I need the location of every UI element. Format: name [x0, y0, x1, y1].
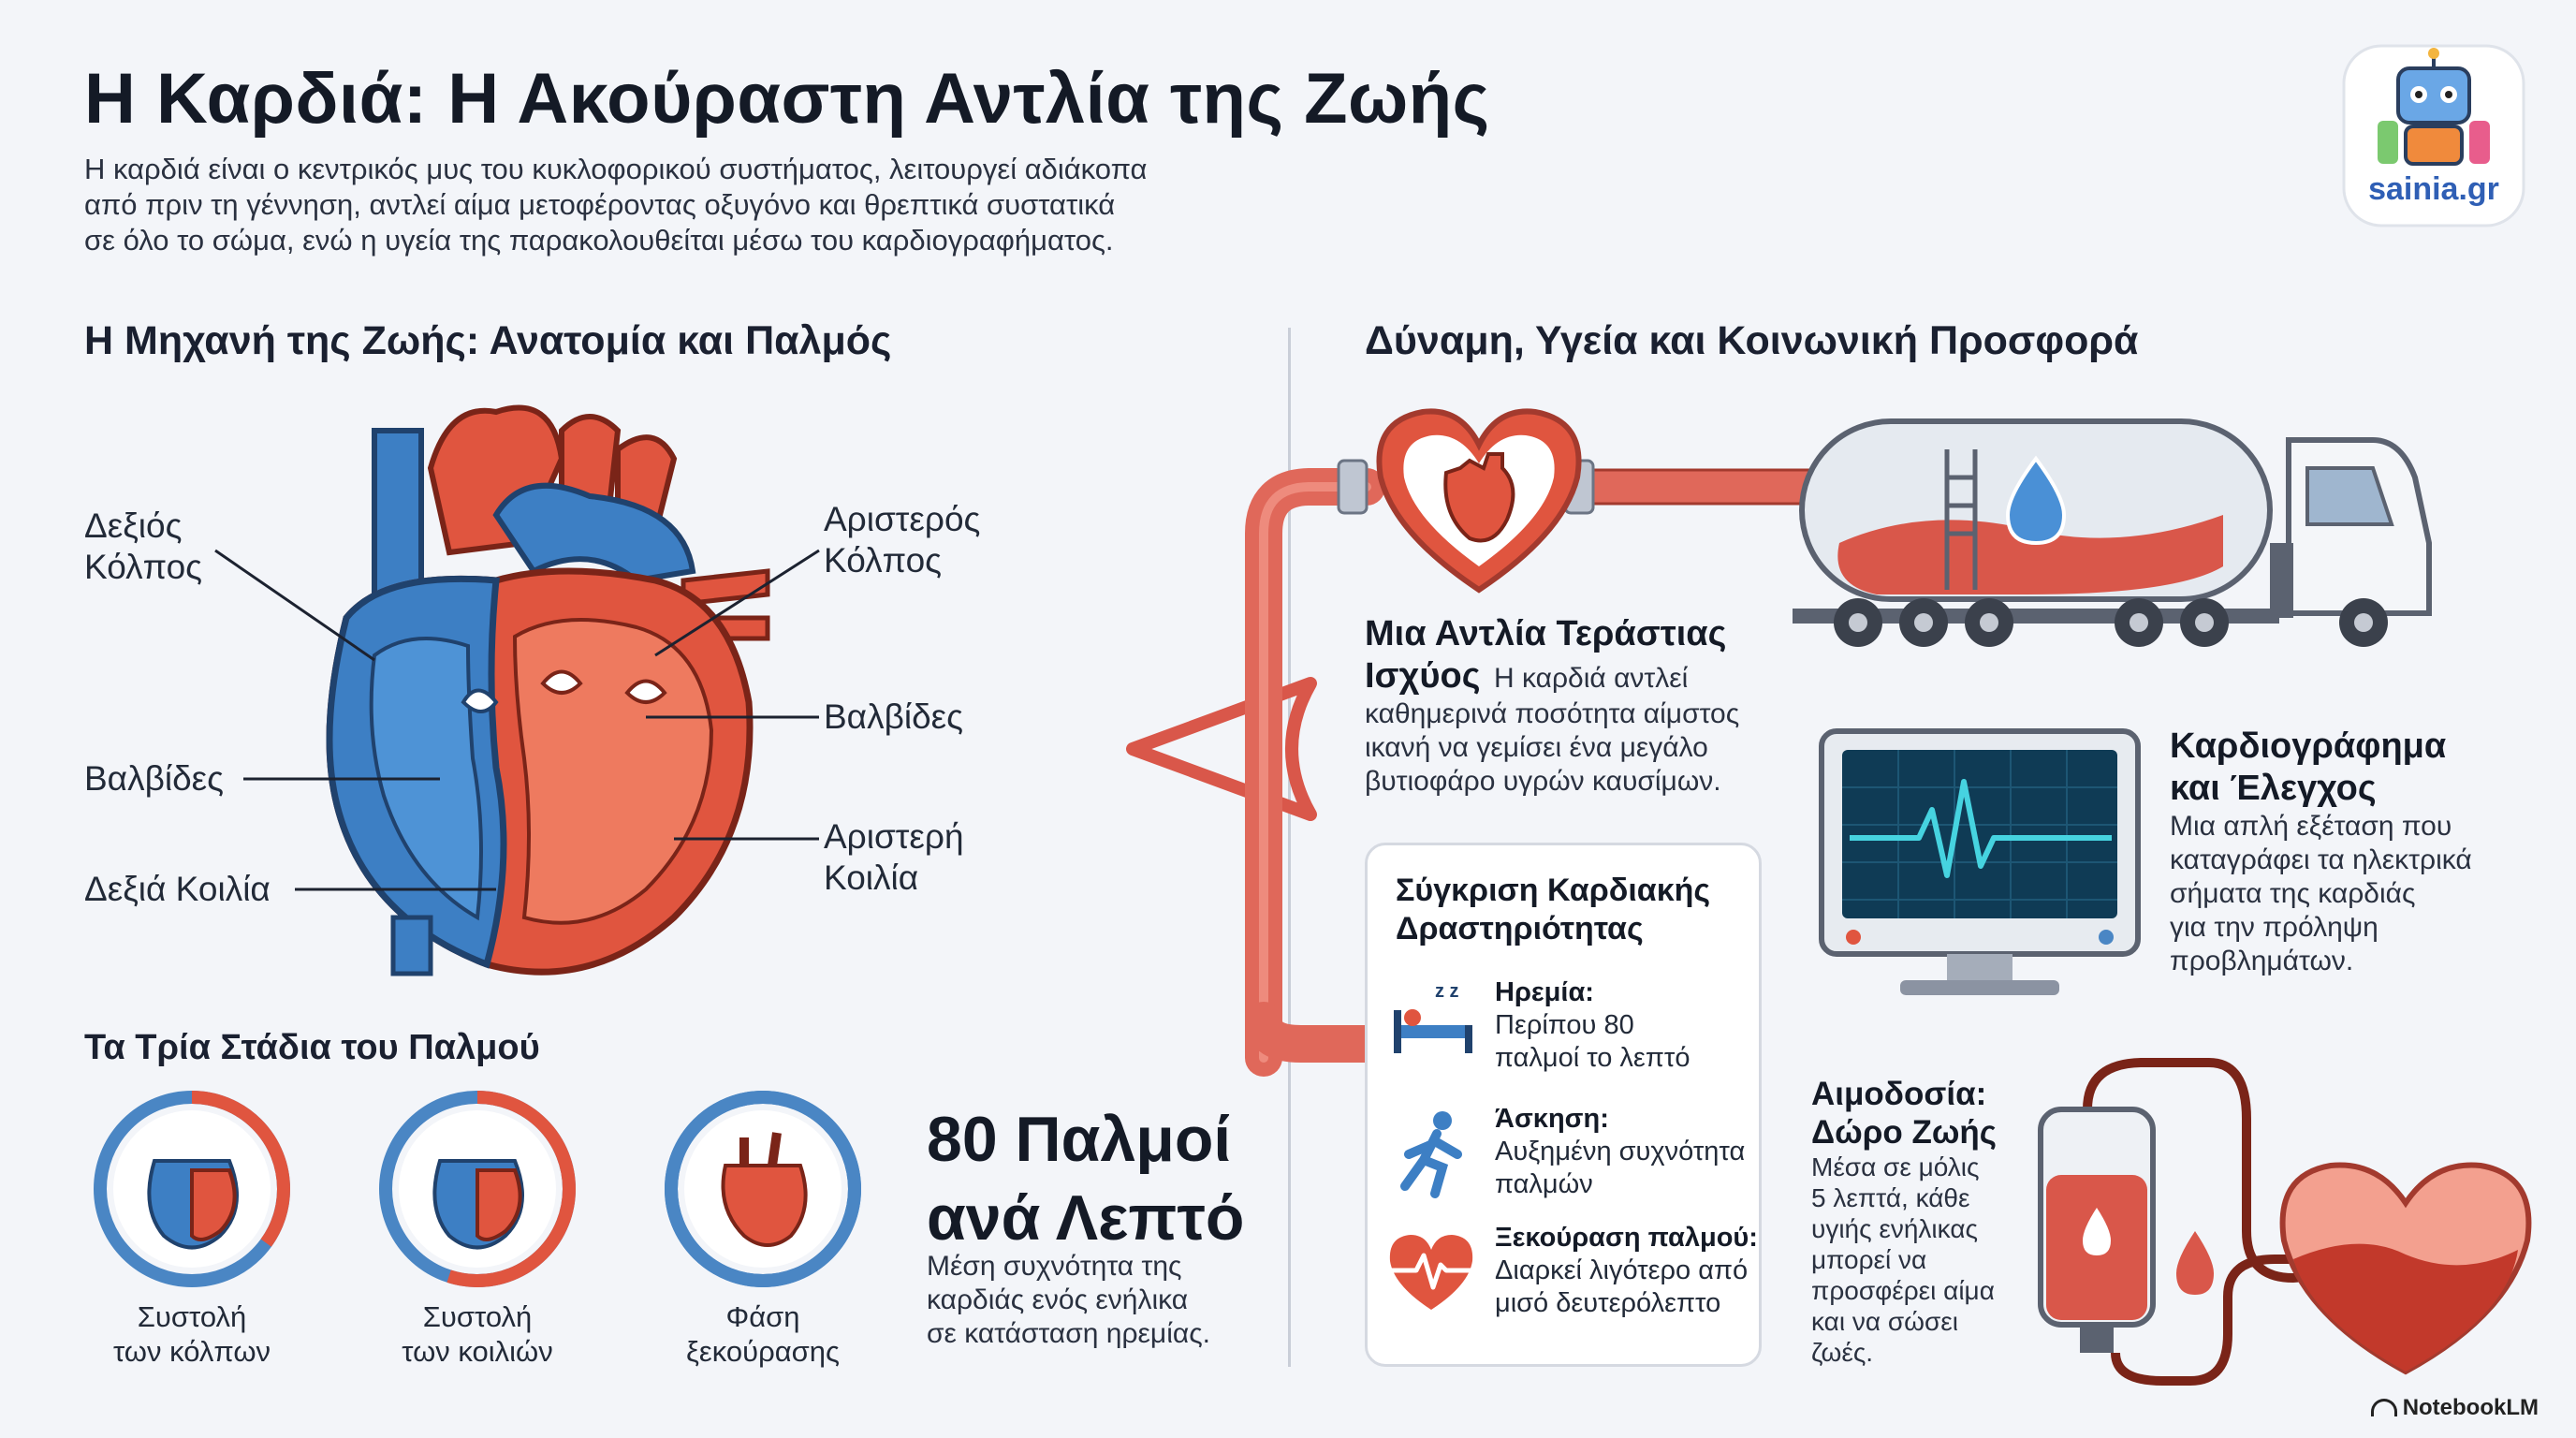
blood-bag-heart-illustration: [2003, 1044, 2532, 1395]
label-right-ventricle: Δεξιά Κοιλία: [84, 870, 271, 908]
running-person-icon: [1388, 1108, 1478, 1206]
heart-rate-headline: 80 Παλμοί ανά Λεπτό: [927, 1104, 1245, 1254]
blood-pipe-network: [1126, 459, 1883, 1077]
power-section-title: Δύναμη, Υγεία και Κοινωνική Προσφορά: [1365, 318, 2139, 363]
label-left-atrium: Αριστερός Κόλπος: [824, 500, 981, 580]
stage-ring-1: [94, 1091, 290, 1287]
svg-text:z z: z z: [1435, 981, 1459, 1002]
label-valves-right: Βαλβίδες: [84, 759, 224, 798]
stage-ventricular-systole: Συστολή των κοιλιών: [374, 1086, 580, 1368]
ecg-text-block: Καρδιογράφημα και Έλεγχος Μια απλή εξέτα…: [2170, 726, 2472, 976]
stages-title: Τα Τρία Στάδια του Παλμού: [84, 1028, 540, 1067]
comparison-item-recovery: Ξεκούραση παλμού: Διαρκεί λιγότερο από μ…: [1495, 1223, 1758, 1318]
notebooklm-icon: [2370, 1399, 2397, 1416]
stage-caption: Συστολή των κόλπων: [112, 1300, 271, 1368]
notebooklm-brand: NotebookLM: [2370, 1395, 2539, 1421]
sainia-logo: sainia.gr: [2340, 42, 2527, 229]
comparison-item-exercise: Άσκηση: Αυξημένη συχνότητα παλμών: [1495, 1104, 1746, 1199]
stage-caption: Συστολή των κοιλιών: [402, 1300, 553, 1368]
activity-comparison-card: Σύγκριση Καρδιακής Δραστηριότητας z z Ηρ…: [1365, 843, 1762, 1367]
stage-ring-2: [379, 1091, 576, 1287]
heart-rate-description: Μέση συχνότητα της καρδιάς ενός ενήλικα …: [927, 1251, 1211, 1349]
section-divider: [1288, 328, 1291, 1367]
pump-text-block: Μια Αντλία Τεράστιας Ισχύος Η καρδιά αντ…: [1365, 614, 1740, 797]
sleeping-person-icon: z z: [1388, 976, 1478, 1065]
comparison-title: Σύγκριση Καρδιακής Δραστηριότητας: [1396, 873, 1711, 946]
anatomy-section-title: Η Μηχανή της Ζωής: Ανατομία και Παλμός: [84, 318, 892, 363]
ecg-monitor-illustration: [1816, 726, 2144, 1011]
heart-pulse-icon: [1384, 1229, 1478, 1318]
heart-pump-icon: [1367, 393, 1591, 604]
stage-ring-3: [665, 1091, 861, 1287]
stage-caption: Φάση ξεκούρασης: [686, 1300, 840, 1368]
label-left-ventricle: Αριστερή Κοιλία: [824, 817, 964, 897]
fuel-tanker-truck-illustration: [1783, 403, 2495, 660]
stage-relaxation: Φάση ξεκούρασης: [660, 1086, 866, 1368]
donation-text-block: Αιμοδοσία: Δώρο Ζωής Μέσα σε μόλις 5 λεπ…: [1811, 1076, 1998, 1367]
label-leader-lines: [214, 549, 820, 891]
stage-atrial-systole: Συστολή των κόλπων: [89, 1086, 295, 1368]
comparison-item-rest: Ηρεμία: Περίπου 80 παλμοί το λεπτό: [1495, 977, 1690, 1073]
logo-text: sainia.gr: [2368, 171, 2499, 207]
label-valves-left: Βαλβίδες: [824, 697, 963, 736]
page-title: Η Καρδιά: Η Ακούραστη Αντλία της Ζωής: [84, 59, 1490, 139]
intro-text: Η καρδιά είναι ο κεντρικός μυς του κυκλο…: [84, 153, 1148, 257]
label-right-atrium: Δεξιός Κόλπος: [84, 506, 203, 586]
